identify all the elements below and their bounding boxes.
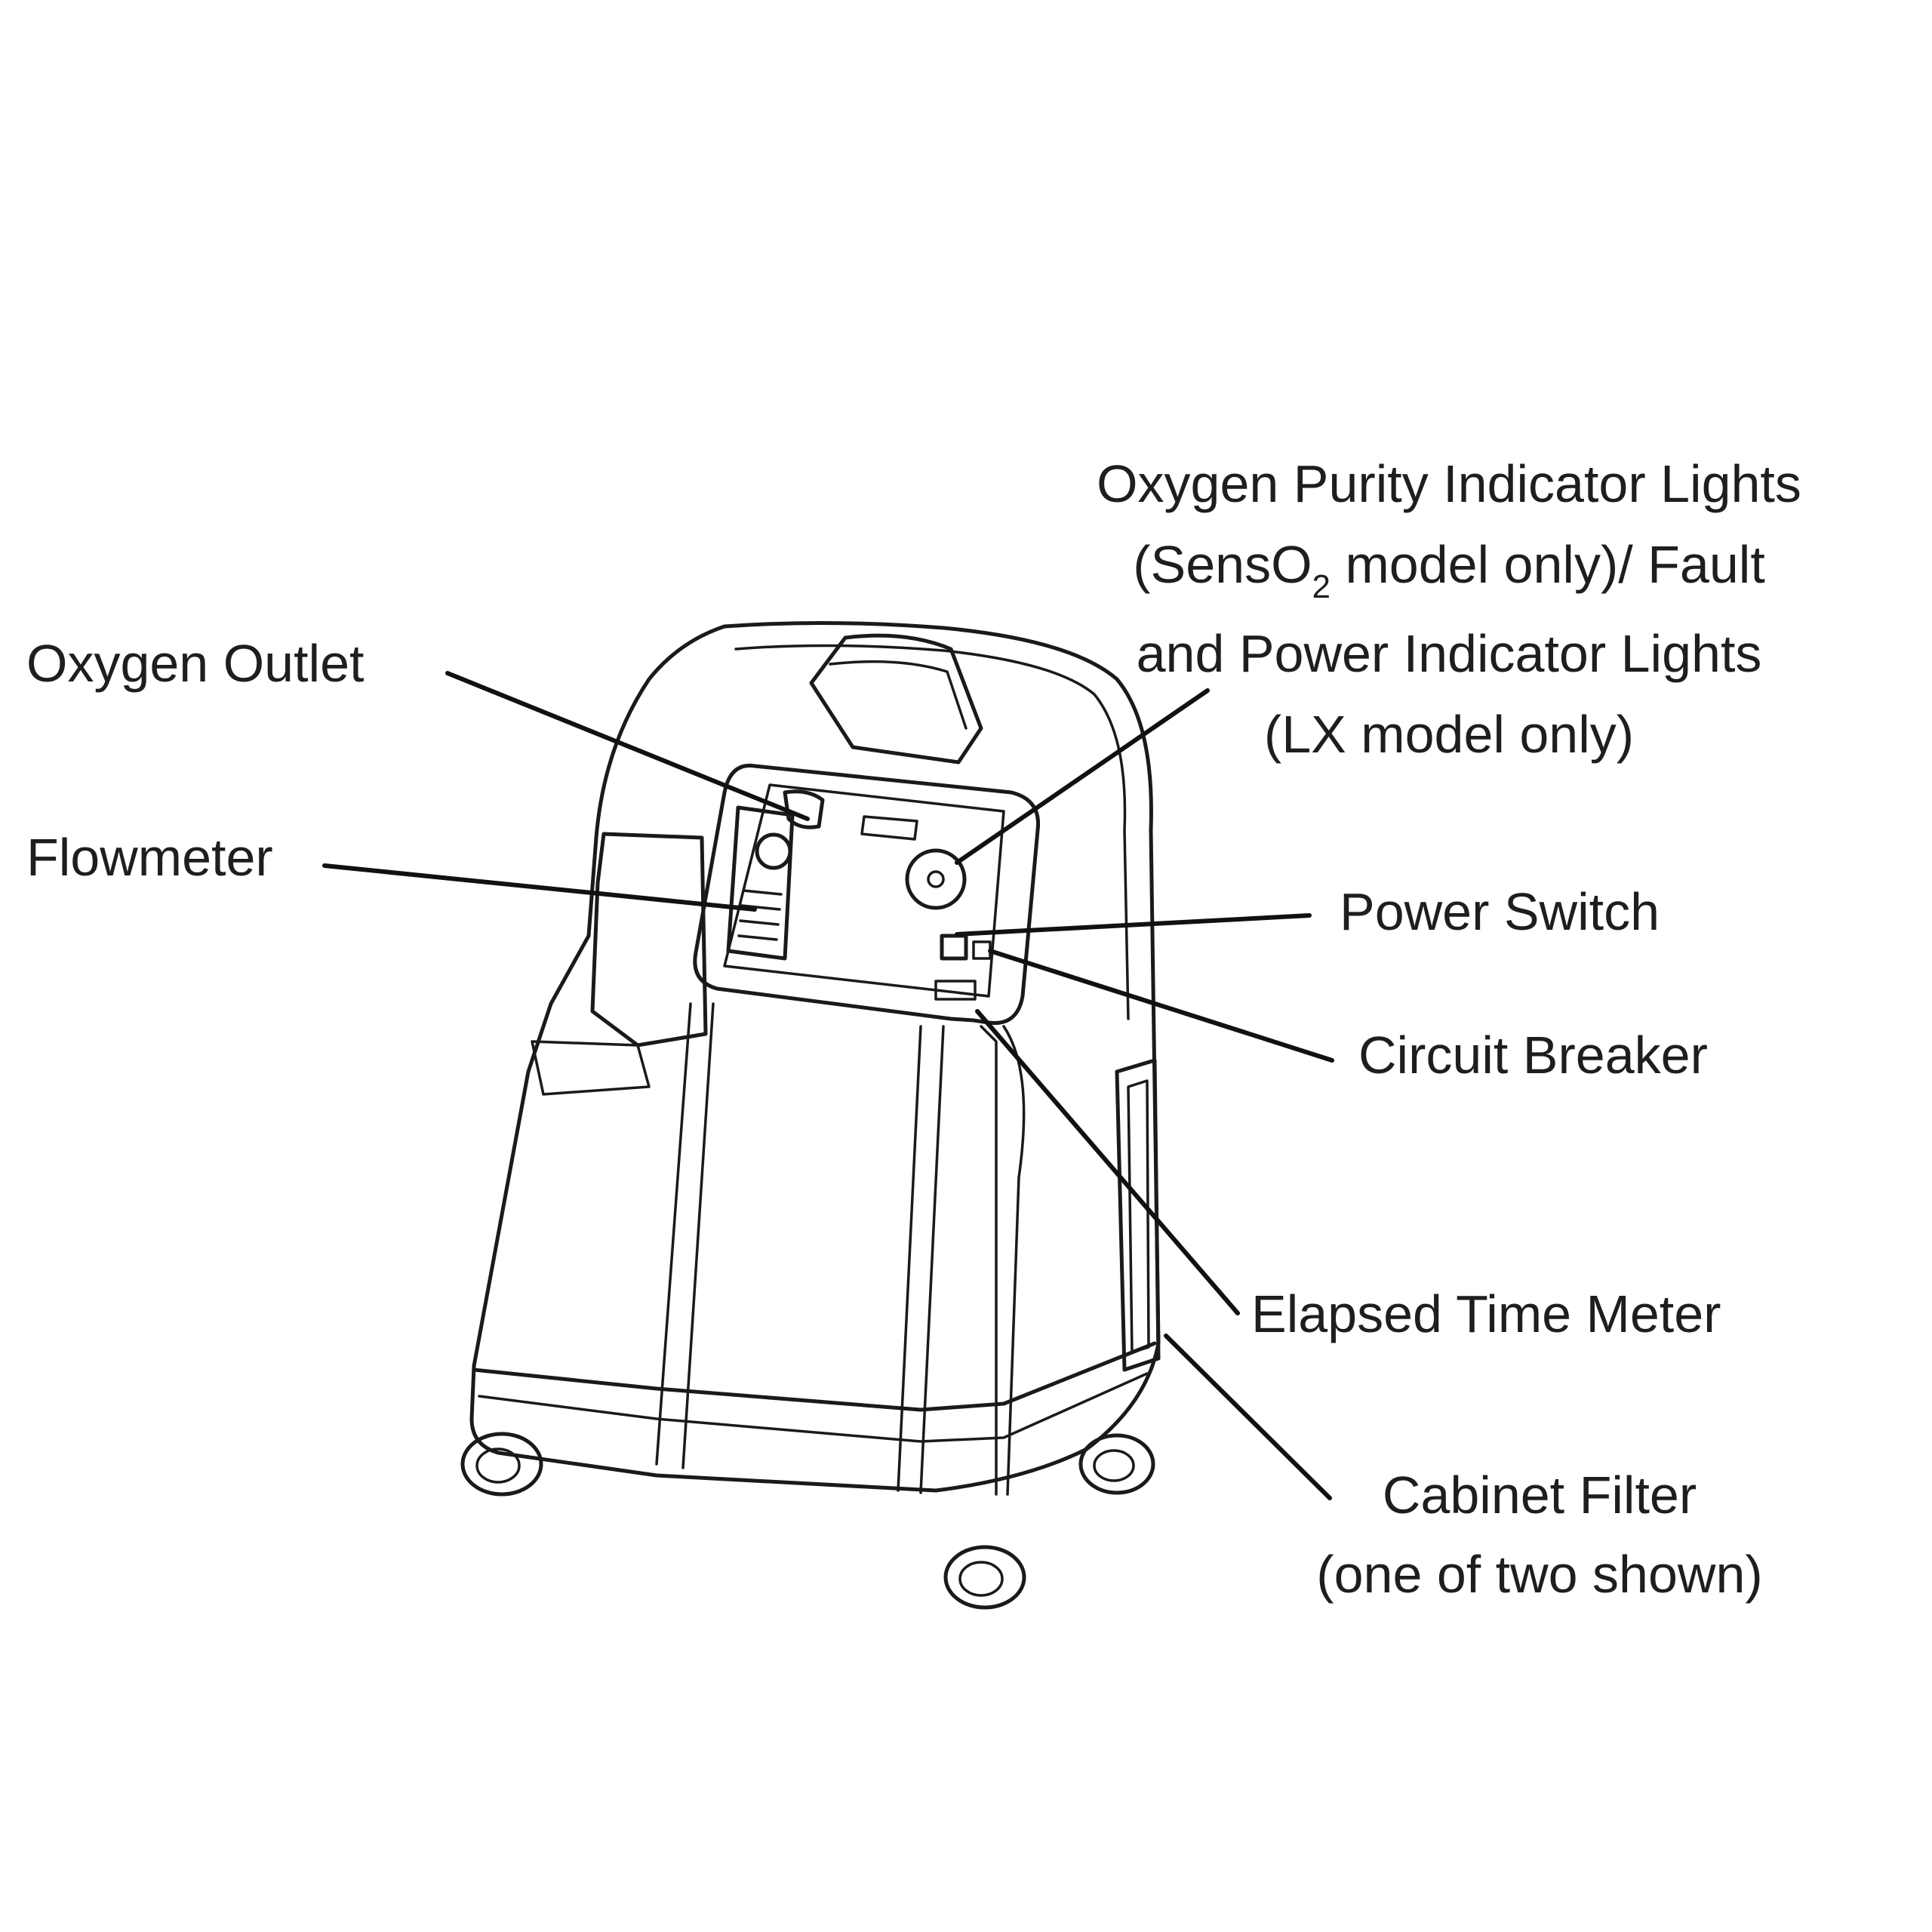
front-panel-right	[897, 1025, 945, 1494]
base-lip	[478, 1372, 1149, 1443]
caster-front-right	[943, 1545, 1026, 1610]
right-side-seam	[1002, 1025, 1026, 1496]
leader-lines	[322, 671, 1334, 1500]
control-panel	[693, 763, 1041, 1026]
handle-inner	[829, 660, 968, 730]
leader-circuit-breaker	[988, 949, 1334, 1063]
flowmeter-knob	[755, 832, 792, 870]
flowmeter-tube	[726, 805, 795, 961]
front-panel-left	[655, 1002, 715, 1469]
indicator-lights	[905, 848, 967, 910]
leader-indicator-lights	[955, 688, 1210, 865]
cabinet-filter	[1115, 1058, 1161, 1372]
indicator-led	[927, 870, 945, 888]
label-oxygen-outlet: Oxygen Outlet	[26, 634, 364, 693]
label-cabinet-filter-line1: Cabinet Filter	[1383, 1466, 1697, 1524]
oxygen-concentrator-illustration	[460, 620, 1161, 1610]
indicator-window	[860, 815, 918, 841]
power-switch-body	[940, 934, 968, 961]
circuit-breaker-body	[972, 940, 992, 960]
label-purity-subscript: 2	[1312, 568, 1331, 605]
caster-rear-right	[1078, 1433, 1155, 1495]
cabinet-filter-inner	[1127, 1079, 1150, 1354]
leader-cabinet-filter	[1164, 1334, 1332, 1500]
leader-power-switch	[955, 913, 1312, 937]
leader-flowmeter	[322, 863, 757, 912]
labels: Oxygen Purity Indicator Lights (SensO2 m…	[26, 454, 1801, 1604]
leader-elapsed-time-meter	[975, 1009, 1240, 1315]
label-flowmeter: Flowmeter	[26, 828, 273, 887]
label-circuit-breaker: Circuit Breaker	[1358, 1026, 1708, 1084]
label-purity-line4: (LX model only)	[1264, 705, 1634, 764]
elapsed-time-meter-body	[934, 980, 977, 1001]
label-purity-line2-rest: model only)/ Fault	[1331, 535, 1765, 594]
label-cabinet-filter-line2: (one of two shown)	[1316, 1545, 1762, 1604]
label-purity-line3: and Power Indicator Lights	[1137, 624, 1762, 683]
label-power-switch: Power Switch	[1340, 882, 1660, 941]
top-panel-outline	[734, 644, 1130, 1020]
cabinet-outline	[469, 620, 1161, 1493]
flowmeter-scale	[737, 889, 783, 941]
caster-front-left	[460, 1432, 543, 1497]
left-side-shelf	[531, 1040, 651, 1096]
oxygen-outlet-fitting	[783, 789, 825, 829]
label-purity-line2: (SensO2 model only)/ Fault	[1133, 535, 1765, 605]
label-elapsed-time-meter: Elapsed Time Meter	[1251, 1284, 1721, 1343]
carry-handle	[809, 633, 983, 764]
leader-oxygen-outlet	[445, 671, 810, 821]
base-frame	[472, 1341, 1157, 1412]
label-purity-line1: Oxygen Purity Indicator Lights	[1097, 454, 1801, 513]
front-mid-seam	[980, 1025, 998, 1496]
